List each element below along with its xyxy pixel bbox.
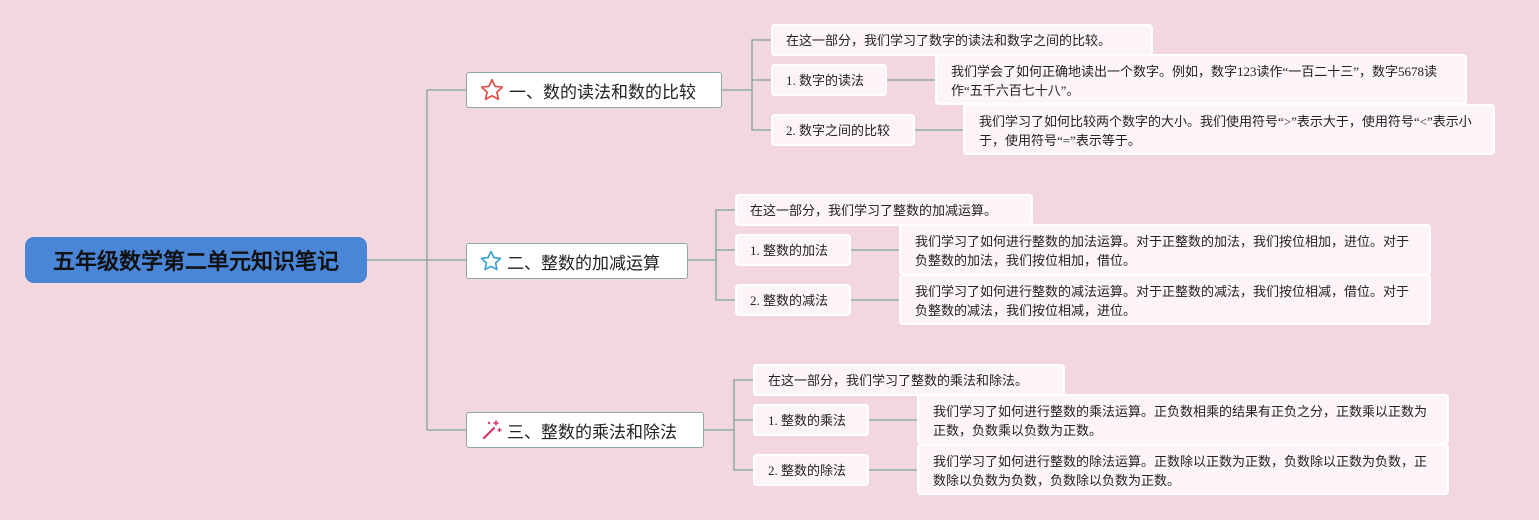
topic-label: 1. 数字的读法 bbox=[786, 72, 865, 88]
detail-node[interactable]: 我们学习了如何进行整数的除法运算。正数除以正数为正数，负数除以正数为负数，正数除… bbox=[917, 444, 1449, 495]
connector-line bbox=[688, 209, 735, 261]
topic-label: 1. 整数的加法 bbox=[750, 242, 829, 258]
detail-text: 我们学习了如何进行整数的除法运算。正数除以正数为正数，负数除以正数为负数，正数除… bbox=[933, 454, 1428, 488]
topic-node[interactable]: 1. 整数的乘法 bbox=[753, 404, 869, 436]
root-topic[interactable]: 五年级数学第二单元知识笔记 bbox=[25, 237, 367, 283]
topic-node[interactable]: 1. 整数的加法 bbox=[735, 234, 851, 266]
connector-line bbox=[722, 39, 771, 91]
connector-line bbox=[733, 430, 753, 471]
root-title: 五年级数学第二单元知识笔记 bbox=[52, 250, 339, 275]
connector-line bbox=[426, 260, 466, 431]
intro-node[interactable]: 在这一部分，我们学习了整数的加减运算。 bbox=[735, 194, 1033, 226]
magic-wand-icon bbox=[479, 418, 503, 442]
branch-title: 一、数的读法和数的比较 bbox=[509, 82, 696, 103]
connector-line bbox=[704, 379, 753, 431]
detail-node[interactable]: 我们学习了如何进行整数的加法运算。对于正整数的加法，我们按位相加，进位。对于负整… bbox=[899, 224, 1431, 275]
detail-text: 我们学习了如何比较两个数字的大小。我们使用符号“>”表示大于，使用符号“<”表示… bbox=[979, 114, 1472, 148]
detail-text: 我们学会了如何正确地读出一个数字。例如，数字123读作“一百二十三”，数字567… bbox=[951, 64, 1438, 98]
branch-integer-add-sub[interactable]: 二、整数的加减运算 bbox=[466, 243, 688, 279]
connector-line bbox=[751, 90, 771, 131]
topic-node[interactable]: 2. 整数的减法 bbox=[735, 284, 851, 316]
branch-number-reading[interactable]: 一、数的读法和数的比较 bbox=[466, 72, 722, 108]
intro-text: 在这一部分，我们学习了整数的加减运算。 bbox=[750, 202, 998, 218]
connector-line bbox=[715, 260, 735, 301]
intro-node[interactable]: 在这一部分，我们学习了整数的乘法和除法。 bbox=[753, 364, 1065, 396]
intro-text: 在这一部分，我们学习了整数的乘法和除法。 bbox=[768, 372, 1029, 388]
topic-node[interactable]: 2. 数字之间的比较 bbox=[771, 114, 915, 146]
topic-node[interactable]: 1. 数字的读法 bbox=[771, 64, 887, 96]
blue-star-outline-icon bbox=[479, 249, 503, 273]
topic-label: 2. 数字之间的比较 bbox=[786, 122, 891, 138]
branch-title: 三、整数的乘法和除法 bbox=[507, 422, 677, 443]
connector-line bbox=[367, 89, 466, 261]
topic-label: 2. 整数的除法 bbox=[768, 462, 847, 478]
intro-node[interactable]: 在这一部分，我们学习了数字的读法和数字之间的比较。 bbox=[771, 24, 1153, 56]
topic-node[interactable]: 2. 整数的除法 bbox=[753, 454, 869, 486]
topic-label: 1. 整数的乘法 bbox=[768, 412, 847, 428]
detail-text: 我们学习了如何进行整数的减法运算。对于正整数的减法，我们按位相减，借位。对于负整… bbox=[915, 284, 1410, 318]
intro-text: 在这一部分，我们学习了数字的读法和数字之间的比较。 bbox=[786, 32, 1112, 48]
topic-label: 2. 整数的减法 bbox=[750, 292, 829, 308]
detail-node[interactable]: 我们学习了如何进行整数的减法运算。对于正整数的减法，我们按位相减，借位。对于负整… bbox=[899, 274, 1431, 325]
detail-node[interactable]: 我们学会了如何正确地读出一个数字。例如，数字123读作“一百二十三”，数字567… bbox=[935, 54, 1467, 105]
detail-text: 我们学习了如何进行整数的乘法运算。正负数相乘的结果有正负之分，正数乘以正数为正数… bbox=[933, 404, 1428, 438]
detail-node[interactable]: 我们学习了如何进行整数的乘法运算。正负数相乘的结果有正负之分，正数乘以正数为正数… bbox=[917, 394, 1449, 445]
branch-title: 二、整数的加减运算 bbox=[507, 253, 660, 274]
branch-integer-mul-div[interactable]: 三、整数的乘法和除法 bbox=[466, 412, 704, 448]
detail-node[interactable]: 我们学习了如何比较两个数字的大小。我们使用符号“>”表示大于，使用符号“<”表示… bbox=[963, 104, 1495, 155]
red-star-outline-icon bbox=[479, 77, 505, 103]
detail-text: 我们学习了如何进行整数的加法运算。对于正整数的加法，我们按位相加，进位。对于负整… bbox=[915, 234, 1410, 268]
